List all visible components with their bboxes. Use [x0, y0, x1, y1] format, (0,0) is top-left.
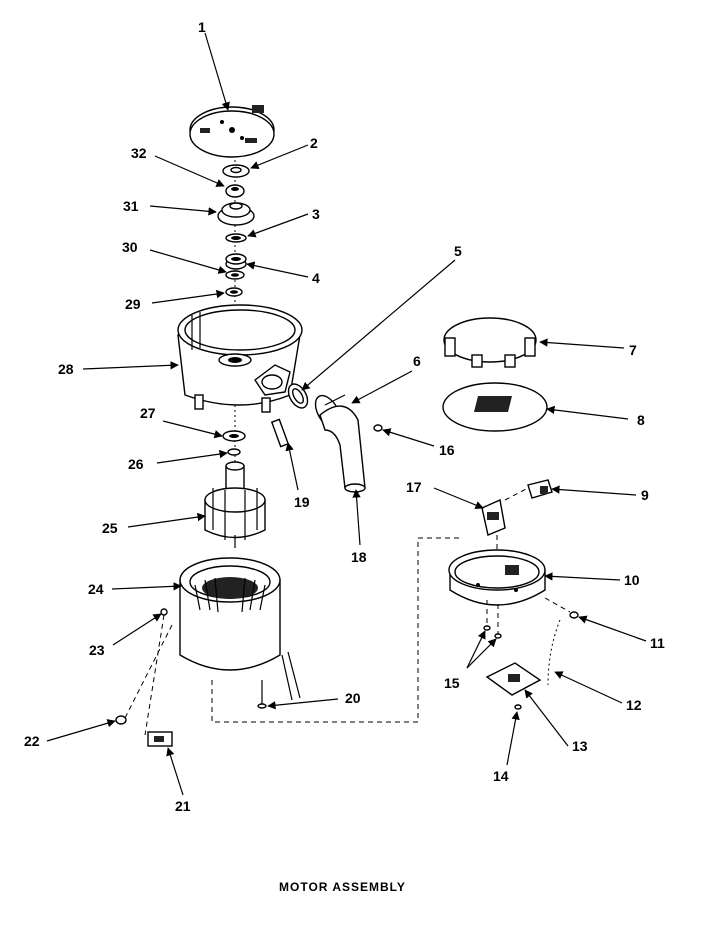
callout-15: 15 — [444, 675, 460, 691]
part-6-elbow-tube — [314, 394, 366, 493]
callout-6: 6 — [413, 353, 421, 369]
callout-17: 17 — [406, 479, 422, 495]
part-32-bushing — [225, 184, 245, 198]
part-28-upper-housing — [177, 304, 303, 413]
callout-32: 32 — [131, 145, 147, 161]
leader-lines — [46, 32, 647, 796]
dashed-assembly-lines-left — [124, 537, 460, 736]
callout-10: 10 — [624, 572, 640, 588]
callout-30: 30 — [122, 239, 138, 255]
part-10-end-cap — [448, 549, 546, 606]
callout-13: 13 — [572, 738, 588, 754]
part-13-switch-plate — [485, 662, 542, 696]
part-23-screw — [160, 608, 168, 616]
part-25-rotor — [204, 461, 266, 548]
callout-9: 9 — [641, 487, 649, 503]
callout-7: 7 — [629, 342, 637, 358]
callout-14: 14 — [493, 768, 509, 784]
callout-26: 26 — [128, 456, 144, 472]
callout-1: 1 — [198, 19, 206, 35]
part-9-bracket — [527, 479, 553, 499]
part-20-bolt — [257, 680, 267, 709]
diagram-title: MOTOR ASSEMBLY — [279, 880, 406, 894]
callout-3: 3 — [312, 206, 320, 222]
part-14-screw — [514, 704, 522, 710]
part-15-screws — [483, 600, 502, 639]
part-26-ring — [227, 448, 241, 456]
callout-5: 5 — [454, 243, 462, 259]
callout-25: 25 — [102, 520, 118, 536]
part-12-wire — [544, 597, 571, 686]
part-22-nut — [115, 715, 127, 725]
callout-2: 2 — [310, 135, 318, 151]
part-11-screw — [569, 611, 579, 619]
callout-24: 24 — [88, 581, 104, 597]
callout-8: 8 — [637, 412, 645, 428]
part-2-washer — [222, 164, 250, 178]
part-21-switch — [147, 731, 173, 747]
part-19-pin — [270, 418, 290, 448]
part-29-ring — [225, 287, 243, 297]
callout-29: 29 — [125, 296, 141, 312]
callout-18: 18 — [351, 549, 367, 565]
part-17-terminal — [481, 498, 506, 536]
part-16-screw — [373, 424, 383, 432]
callout-12: 12 — [626, 697, 642, 713]
part-31-hub — [217, 202, 255, 226]
callout-20: 20 — [345, 690, 361, 706]
callout-19: 19 — [294, 494, 310, 510]
callout-numbers: 1 2 3 4 5 6 7 8 9 10 11 12 13 14 15 16 1… — [24, 19, 665, 814]
callout-31: 31 — [123, 198, 139, 214]
callout-27: 27 — [140, 405, 156, 421]
part-4-bearing — [225, 253, 247, 270]
callout-11: 11 — [650, 635, 665, 651]
part-27-washer — [222, 430, 246, 442]
callout-22: 22 — [24, 733, 40, 749]
callout-16: 16 — [439, 442, 455, 458]
callout-21: 21 — [175, 798, 191, 814]
part-7-clip-ring — [443, 317, 537, 368]
callout-23: 23 — [89, 642, 105, 658]
callout-4: 4 — [312, 270, 320, 286]
part-3-ring — [225, 233, 247, 243]
part-1-flywheel-plate — [189, 105, 275, 158]
part-30-seal — [225, 270, 245, 280]
part-24-stator — [179, 557, 301, 701]
part-8-plate — [442, 382, 548, 432]
callout-28: 28 — [58, 361, 74, 377]
